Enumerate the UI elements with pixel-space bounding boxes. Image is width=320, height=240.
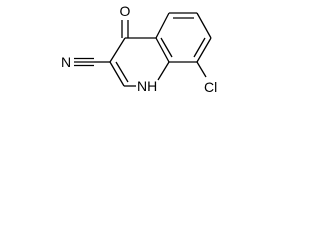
bond-c4-c3 [109, 37, 126, 63]
ring-nh-label: NH [137, 78, 157, 94]
structure-canvas: O N Cl NH [0, 0, 238, 121]
double-bond-c3-c2 [115, 61, 129, 83]
quinolinone-structure: O N Cl NH [61, 3, 217, 95]
bond-n1-c8a [157, 61, 170, 81]
nitrile-group: N [61, 54, 110, 70]
bond-c3-c2 [109, 61, 125, 87]
oxygen-label: O [120, 3, 131, 19]
double-bond-c7-c8 [193, 37, 206, 58]
chloro-group: Cl [196, 61, 217, 95]
chlorine-bond [196, 61, 207, 78]
pyridinone-ring [109, 37, 170, 87]
bond-c4a-c5 [155, 12, 170, 39]
bond-c7-c8 [196, 37, 212, 63]
bond-c8a-c4a [155, 37, 170, 63]
carbonyl-group: O [120, 3, 131, 38]
bond-c6-c7 [196, 12, 212, 39]
double-bond-c8a-c4a [160, 37, 173, 58]
benzene-ring [155, 12, 212, 63]
chlorine-label: Cl [204, 79, 217, 95]
nitrile-nitrogen-label: N [61, 54, 71, 70]
